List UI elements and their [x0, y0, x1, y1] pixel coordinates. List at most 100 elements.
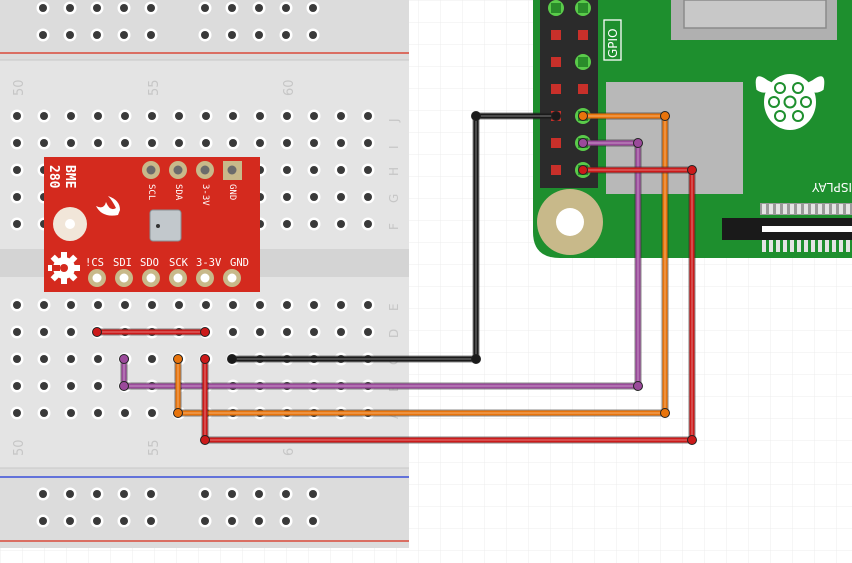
rail-hole: [144, 487, 158, 501]
rail-hole: [225, 28, 239, 42]
hole: [145, 298, 159, 312]
chip-soc: [606, 82, 743, 194]
hole: [226, 298, 240, 312]
hole: [64, 352, 78, 366]
raspberry-pi: GPIO ISPLAY: [533, 0, 852, 258]
row-label-h: H: [387, 167, 401, 176]
rail-hole: [90, 28, 104, 42]
connector-tooth: [769, 240, 773, 252]
rail-hole: [306, 487, 320, 501]
row-label-j: J: [387, 118, 401, 123]
rail-hole: [117, 1, 131, 15]
row-label-g: G: [387, 194, 401, 203]
pin-label-sda: SDA: [173, 184, 183, 201]
gpio-pin: [575, 0, 591, 16]
connector-tooth: [776, 240, 780, 252]
power-red-wire: [200, 165, 697, 445]
hole: [361, 163, 375, 177]
gpio-pin: [551, 165, 561, 175]
gpio-pin: [575, 54, 591, 70]
rail-hole: [198, 28, 212, 42]
rail-hole: [252, 487, 266, 501]
data-orange-wire: [173, 111, 670, 418]
connector-tooth: [797, 240, 801, 252]
rail-hole: [144, 514, 158, 528]
gpio-pin: [551, 84, 561, 94]
sensor-pad-bottom: [88, 269, 106, 287]
hole: [307, 217, 321, 231]
hole: [118, 406, 132, 420]
hole: [172, 136, 186, 150]
rail-hole: [306, 28, 320, 42]
hole: [280, 325, 294, 339]
pin-label-gnd-top: GND: [227, 184, 237, 200]
hole: [280, 190, 294, 204]
hole: [280, 136, 294, 150]
hole: [334, 163, 348, 177]
hole: [361, 298, 375, 312]
row-label-f: F: [387, 223, 401, 230]
jumper-red-wire: [92, 327, 210, 337]
hole: [145, 136, 159, 150]
rail-hole: [63, 514, 77, 528]
connector-tooth: [762, 240, 766, 252]
hole: [280, 109, 294, 123]
hole: [91, 352, 105, 366]
sensor-pad-bottom: [169, 269, 187, 287]
rail-hole: [198, 514, 212, 528]
rail-hole: [279, 514, 293, 528]
clock-purple-wire: [119, 138, 643, 391]
sensor-title-bme: BME: [62, 165, 77, 188]
hole: [10, 163, 24, 177]
hole: [280, 217, 294, 231]
connector-tooth: [776, 204, 780, 214]
sensor-pad-bottom: [223, 269, 241, 287]
rail-hole: [279, 28, 293, 42]
hole: [118, 136, 132, 150]
rail-hole: [63, 28, 77, 42]
rail-hole: [63, 1, 77, 15]
rail-hole: [36, 487, 50, 501]
rail-hole: [36, 28, 50, 42]
rail-hole: [306, 514, 320, 528]
display-label: ISPLAY: [811, 180, 852, 194]
connector-tooth: [818, 240, 822, 252]
rail-hole: [117, 514, 131, 528]
hole: [64, 136, 78, 150]
gpio-pin: [551, 30, 561, 40]
hole: [307, 298, 321, 312]
pin-label-sdi: SDI: [113, 257, 132, 269]
hole: [361, 325, 375, 339]
rail-hole: [63, 487, 77, 501]
sensor-pad-bottom: [115, 269, 133, 287]
hole: [361, 109, 375, 123]
bme280-sensor: BME 280 SCL SDA 3-3V GND !CS SDI: [44, 157, 260, 292]
hole: [91, 298, 105, 312]
hole: [91, 379, 105, 393]
hole: [280, 298, 294, 312]
hole: [37, 352, 51, 366]
hole: [10, 217, 24, 231]
hole: [199, 298, 213, 312]
hole: [64, 406, 78, 420]
pin-label-sck: SCK: [169, 257, 189, 269]
ground-wire: [227, 111, 561, 364]
hole: [64, 379, 78, 393]
gear-icon: [48, 252, 80, 284]
rail-hole: [252, 28, 266, 42]
connector-tooth: [797, 204, 801, 214]
hole: [361, 217, 375, 231]
hole: [37, 406, 51, 420]
connector-tooth: [769, 204, 773, 214]
hole: [118, 298, 132, 312]
hole: [91, 109, 105, 123]
column-number-6-bottom: 6: [282, 448, 297, 456]
connector-tooth: [804, 240, 808, 252]
connector-tooth: [839, 240, 843, 252]
column-number-60-top: 60: [282, 79, 297, 96]
flame-icon: [96, 196, 120, 216]
pin-label-cs: !CS: [85, 257, 104, 269]
hole: [226, 109, 240, 123]
gpio-pin: [551, 57, 561, 67]
